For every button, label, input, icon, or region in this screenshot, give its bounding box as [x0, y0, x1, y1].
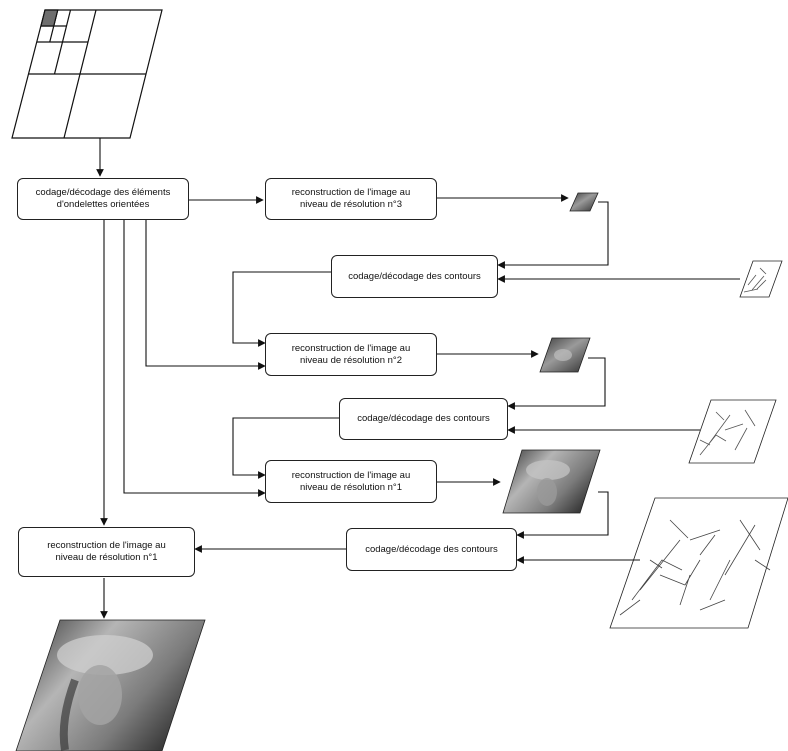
- reconstruction-n2-box: reconstruction de l'image au niveau de r…: [265, 333, 437, 376]
- reconstruction-n3-box: reconstruction de l'image au niveau de r…: [265, 178, 437, 220]
- arrow-image-to-contours1: [497, 201, 609, 269]
- edge-map-icon: [688, 399, 777, 464]
- portrait-image-icon: [502, 449, 601, 514]
- arrow-contours2-to-recon1: [232, 417, 339, 479]
- portrait-image-icon: [569, 192, 599, 212]
- arrow-coding-to-recon2: [145, 220, 266, 370]
- arrow-coding-to-recon1: [123, 220, 266, 497]
- wavelet-decomposition-icon: [11, 9, 163, 139]
- portrait-image-icon: [539, 337, 591, 373]
- arrow-contours1-to-recon2: [232, 271, 331, 347]
- edge-map-icon: [739, 260, 783, 298]
- contours-coding-box-3: codage/décodage des contours: [346, 528, 517, 571]
- edge-map-icon: [609, 497, 788, 629]
- final-reconstruction-box: reconstruction de l'image au niveau de r…: [18, 527, 195, 577]
- wavelet-coding-box: codage/décodage des éléments d'ondelette…: [17, 178, 189, 220]
- arrow-image-to-contours2: [507, 357, 606, 410]
- contours-coding-box-2: codage/décodage des contours: [339, 398, 508, 440]
- portrait-image-icon: [15, 619, 206, 751]
- contours-coding-box-1: codage/décodage des contours: [331, 255, 498, 298]
- reconstruction-n1-box: reconstruction de l'image au niveau de r…: [265, 460, 437, 503]
- arrow-image-to-contours3: [516, 491, 609, 539]
